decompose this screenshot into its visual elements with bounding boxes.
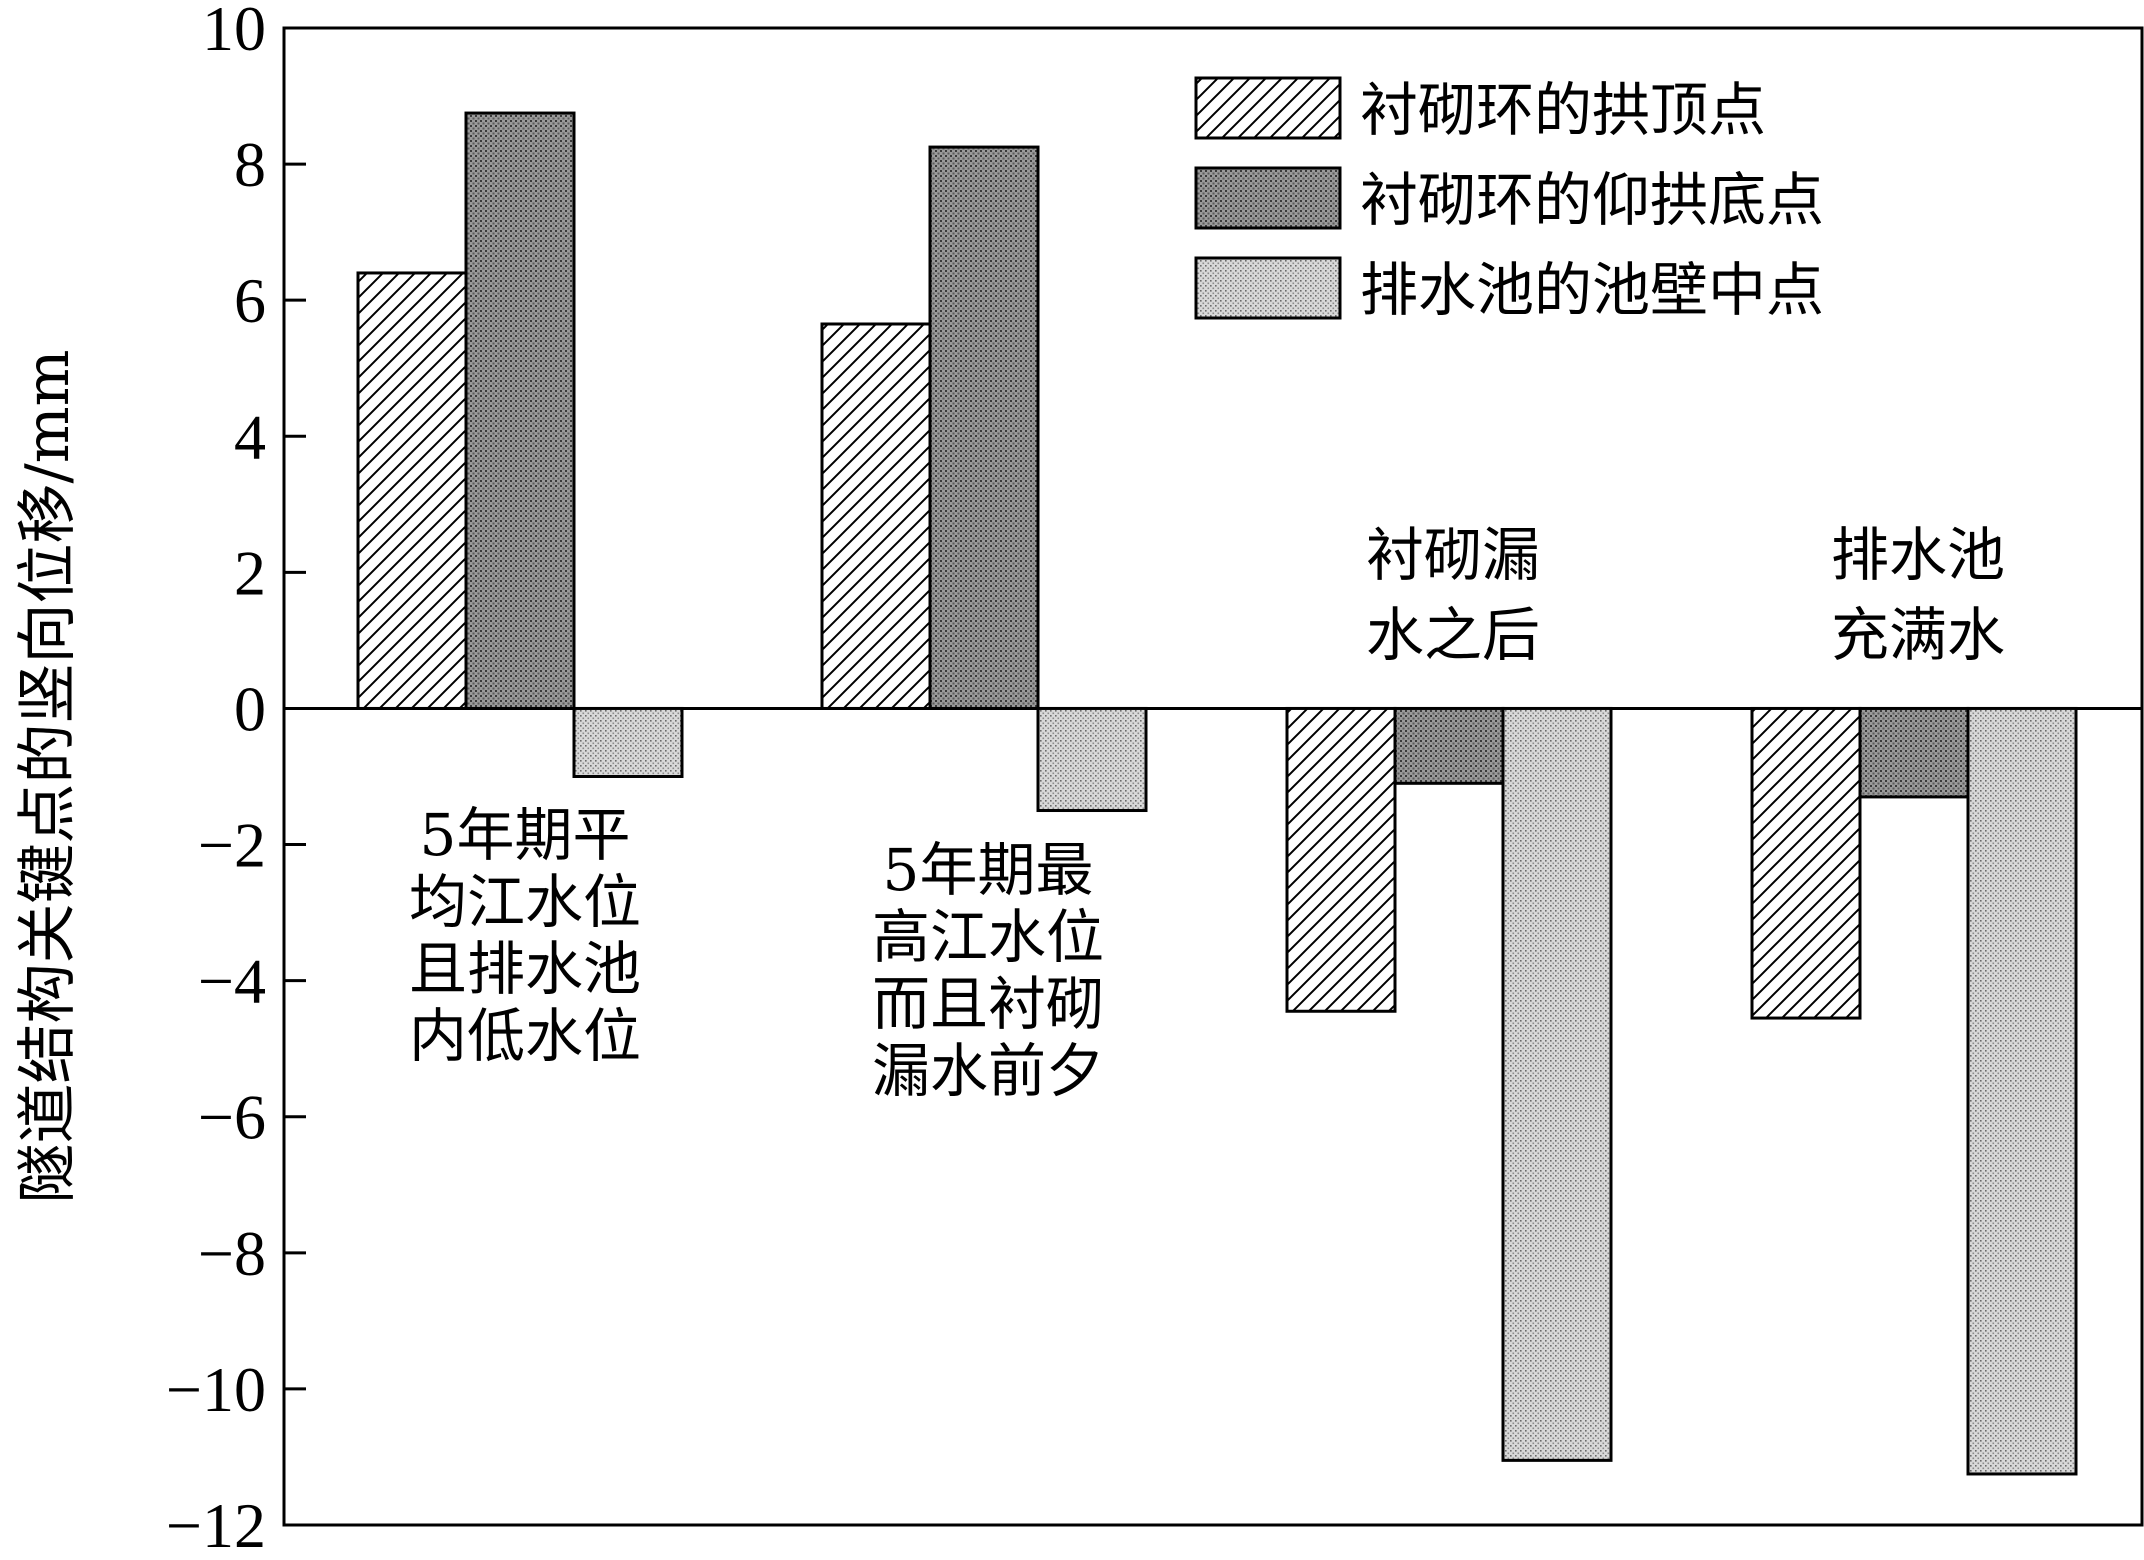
y-tick-label: 6 (234, 265, 266, 336)
y-tick-label: 2 (234, 537, 266, 608)
y-tick-label: 10 (202, 0, 266, 64)
y-tick-label: −8 (198, 1218, 266, 1289)
category-label-line: 而且衬砌 (872, 970, 1104, 1038)
bar-light-dots-0 (572, 706, 684, 778)
y-tick-label: −12 (166, 1490, 266, 1556)
category-label-line: 衬砌漏 (1366, 521, 1540, 589)
bar-dark-dots-3 (1858, 706, 1970, 799)
category-label-line: 充满水 (1831, 601, 2005, 669)
category-label-line: 排水池 (1831, 521, 2005, 589)
y-tick-label: 4 (234, 401, 266, 472)
category-label-line: 5年期平 (420, 801, 631, 869)
bars-layer (356, 111, 2078, 1476)
y-tick-label: −6 (198, 1082, 266, 1153)
plot-frame (282, 26, 2144, 1527)
bar-hatch-2 (1285, 706, 1397, 1013)
legend-label: 衬砌环的仰拱底点 (1360, 166, 1824, 234)
y-tick-label: −4 (198, 946, 266, 1017)
category-label-line: 高江水位 (872, 903, 1104, 971)
category-label-line: 且排水池 (409, 935, 641, 1003)
bar-light-dots-3 (1966, 706, 2078, 1476)
legend-swatch-hatch (1194, 76, 1342, 140)
bar-dark-dots-1 (928, 145, 1040, 710)
axis-layer: 10 8 6 4 2 0 −2 −4 −6 −8 −10 −12 隧道结构关键点的竖向位移/mm (13, 0, 2144, 1560)
y-tick-label: 8 (234, 129, 266, 200)
legend-label: 排水池的池壁中点 (1360, 256, 1824, 324)
category-label-line: 漏水前夕 (872, 1037, 1104, 1105)
bar-light-dots-1 (1036, 706, 1148, 813)
bar-dark-dots-0 (464, 111, 576, 710)
y-tick-label: 0 (234, 673, 266, 744)
legend-label: 衬砌环的拱顶点 (1360, 76, 1766, 144)
category-label-line: 内低水位 (409, 1002, 641, 1070)
y-axis-label: 隧道结构关键点的竖向位移/mm (13, 349, 83, 1203)
bar-hatch-1 (820, 322, 932, 710)
bar-dark-dots-2 (1393, 706, 1505, 785)
legend-swatch-light-dots (1194, 256, 1342, 320)
y-tick-label: −2 (198, 810, 266, 881)
bar-light-dots-2 (1501, 706, 1613, 1462)
legend-swatch-dark-dots (1194, 166, 1342, 230)
category-label-line: 水之后 (1366, 601, 1540, 669)
category-label-line: 5年期最 (883, 836, 1094, 904)
bar-hatch-0 (356, 271, 468, 710)
y-tick-label: −10 (166, 1354, 266, 1425)
bar-hatch-3 (1750, 706, 1862, 1020)
category-label-line: 均江水位 (409, 868, 641, 936)
